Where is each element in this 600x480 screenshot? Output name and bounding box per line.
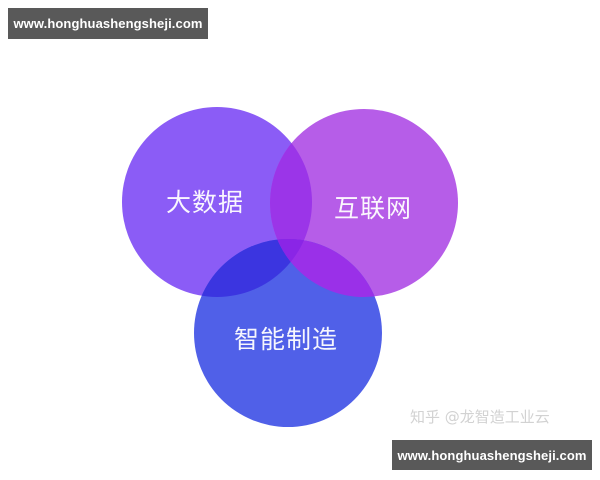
label-smart-manufacturing: 智能制造 xyxy=(234,325,339,354)
website-banner-bottom: www.honghuashengsheji.com xyxy=(392,440,592,470)
overlap-right-bottom xyxy=(270,239,382,297)
overlap-left-bottom xyxy=(194,239,312,297)
label-big-data: 大数据 xyxy=(166,188,245,217)
zhihu-watermark: 知乎 @龙智造工业云 xyxy=(410,408,550,426)
label-internet: 互联网 xyxy=(334,194,413,223)
website-banner-top: www.honghuashengsheji.com xyxy=(8,8,208,39)
